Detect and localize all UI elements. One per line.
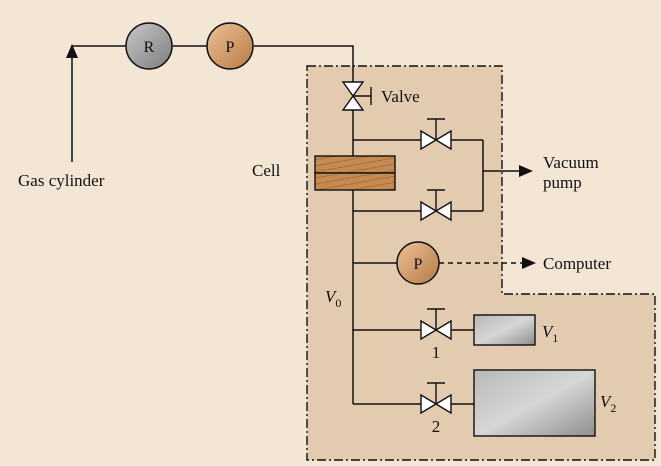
gas-cylinder-arrowhead xyxy=(66,44,78,58)
valve-2-number: 2 xyxy=(432,417,441,436)
computer-label: Computer xyxy=(543,254,611,273)
pressure-gauge-inner-label: P xyxy=(414,256,423,273)
chamber-v1 xyxy=(473,314,536,346)
pressure-gauge-inner: P xyxy=(396,241,440,285)
vacuum-valve-lower[interactable] xyxy=(420,189,452,222)
vacuum-branch xyxy=(353,139,522,212)
valve-1-number: 1 xyxy=(432,343,441,362)
valve-2[interactable] xyxy=(420,382,452,415)
chamber-v2 xyxy=(473,369,596,437)
vacuum-pump-label-line1: Vacuum xyxy=(543,153,599,172)
regulator-gauge: R xyxy=(125,22,173,70)
vacuum-arrowhead xyxy=(519,165,533,177)
vacuum-pump-label-line2: pump xyxy=(543,173,582,192)
v0-label: V0 xyxy=(325,287,341,310)
vacuum-valve-upper[interactable] xyxy=(420,118,452,151)
valve-1[interactable] xyxy=(420,308,452,341)
cell-label: Cell xyxy=(252,161,281,180)
main-valve[interactable] xyxy=(341,81,372,111)
v2-label: V2 xyxy=(600,392,616,415)
computer-arrowhead xyxy=(522,257,536,269)
pressure-gauge-supply: P xyxy=(206,22,254,70)
pressure-gauge-supply-label: P xyxy=(226,39,235,56)
cell xyxy=(314,155,396,191)
v1-label: V1 xyxy=(542,322,558,345)
valve-label: Valve xyxy=(381,87,420,106)
gas-cylinder-label: Gas cylinder xyxy=(18,171,105,190)
regulator-label: R xyxy=(144,39,155,56)
